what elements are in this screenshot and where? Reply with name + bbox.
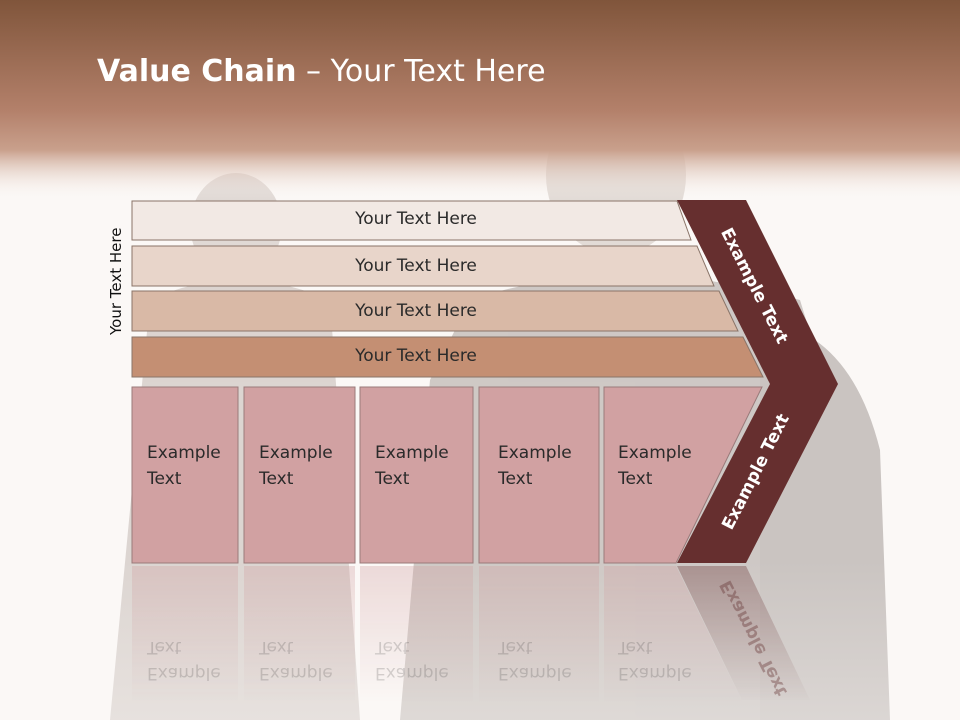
slide-title: Value Chain – Your Text Here (97, 54, 546, 89)
box-3-shape (359, 386, 474, 564)
chevron-lower-shape (677, 384, 838, 563)
box-2-label: Example Text (259, 443, 333, 489)
row-3-label: Your Text Here (355, 301, 477, 321)
row-1-label: Your Text Here (355, 209, 477, 229)
box-5-shape (603, 386, 763, 564)
diagram-reflection (132, 566, 810, 720)
box-1-shape (131, 386, 239, 564)
row-2-label: Your Text Here (355, 256, 477, 276)
box-1-label: Example Text (147, 443, 221, 489)
box-1-label-reflection: Example Text (147, 637, 221, 683)
box-5-label: Example Text (618, 443, 692, 489)
box-4-label: Example Text (498, 443, 572, 489)
box-3-label: Example Text (375, 443, 449, 489)
title-bold: Value Chain (97, 54, 297, 89)
box-4-label-reflection: Example Text (498, 637, 572, 683)
box-2-label-reflection: Example Text (259, 637, 333, 683)
row-1-shape (131, 200, 692, 241)
row-4-label: Your Text Here (355, 346, 477, 366)
row-2-shape (131, 245, 715, 287)
box-2-shape (243, 386, 356, 564)
row-3-shape (131, 290, 739, 332)
row-4-shape (131, 336, 764, 378)
box-4-shape (478, 386, 600, 564)
chevron-upper-shape (677, 200, 838, 384)
title-rest: – Your Text Here (296, 54, 546, 89)
box-3-label-reflection: Example Text (375, 637, 449, 683)
box-5-label-reflection: Example Text (618, 637, 692, 683)
